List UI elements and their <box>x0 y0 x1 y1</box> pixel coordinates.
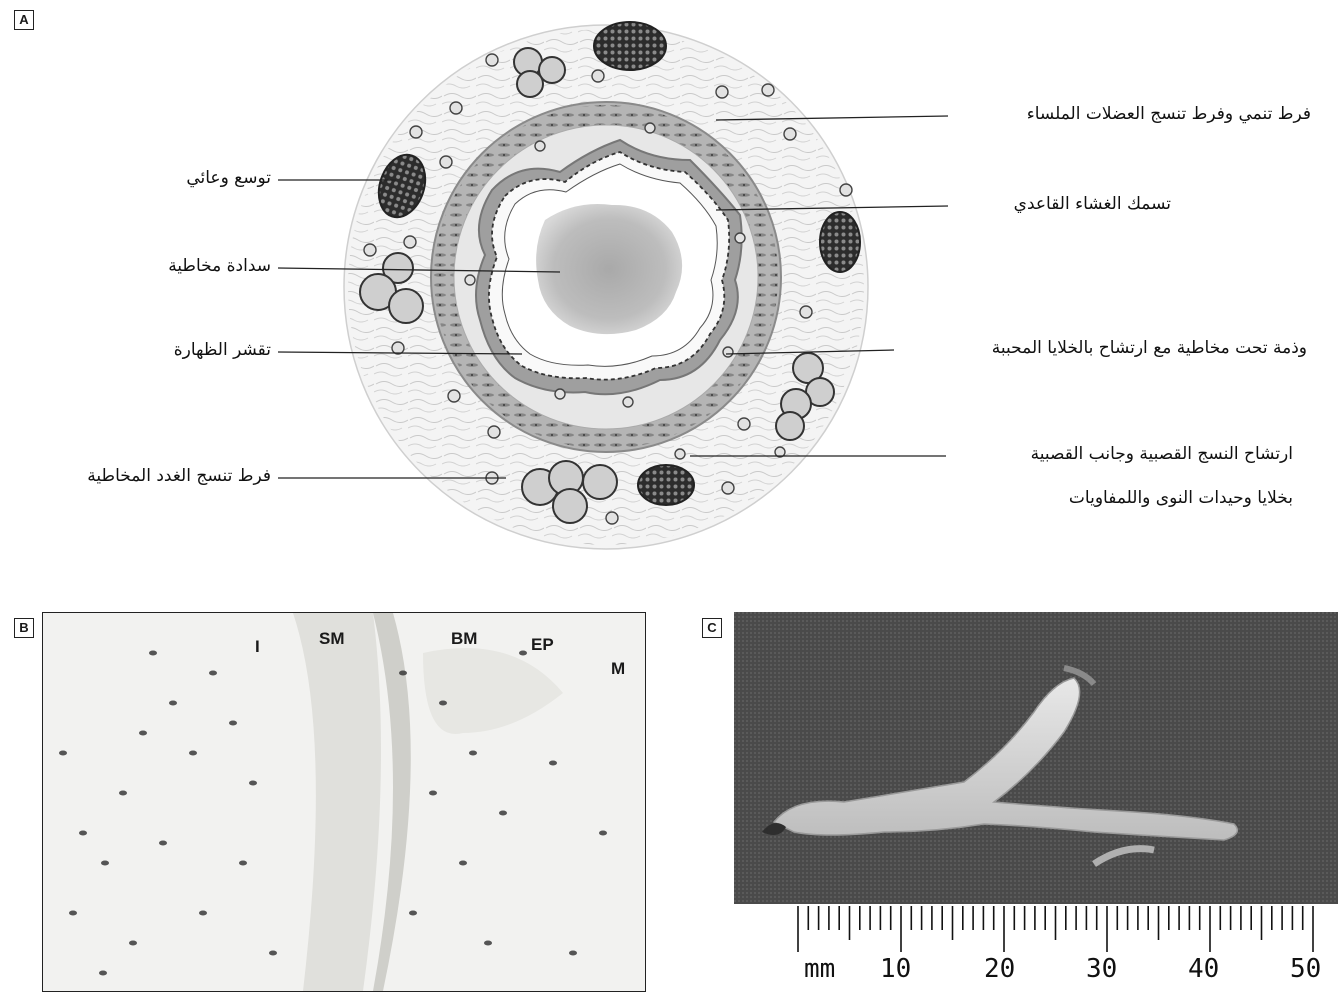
panel-b-tag: B <box>14 618 34 638</box>
panel-c-tag: C <box>702 618 722 638</box>
ruler-tick-10: 10 <box>880 954 911 984</box>
label-epithelial-shedding: تقشر الظهارة <box>174 340 271 360</box>
label-basement-membrane-thickening: تسمك الغشاء القاعدي <box>1014 194 1171 214</box>
bronchial-cast-photo <box>734 612 1338 904</box>
label-submucosal-edema: وذمة تحت مخاطية مع ارتشاح بالخلايا المحب… <box>992 338 1307 358</box>
ruler-tick-40: 40 <box>1188 954 1219 984</box>
label-bm: BM <box>451 629 477 649</box>
label-m: M <box>611 659 625 679</box>
histology-micrograph: I SM BM EP M <box>42 612 646 992</box>
label-bronchial-infiltration-line2: بخلايا وحيدات النوى واللمفاويات <box>1069 488 1293 508</box>
ruler-tick-20: 20 <box>984 954 1015 984</box>
label-smooth-muscle-hypertrophy: فرط تنمي وفرط تنسج العضلات الملساء <box>1027 104 1311 124</box>
label-mucus-plug: سدادة مخاطية <box>168 256 271 276</box>
ruler-tick-50: 50 <box>1290 954 1321 984</box>
ruler-unit: mm <box>804 954 835 984</box>
mucus-plug <box>536 204 682 334</box>
label-bronchial-infiltration-line1: ارتشاح النسج القصبية وجانب القصبية <box>1031 444 1293 464</box>
label-i: I <box>255 637 260 657</box>
label-vasodilation: توسع وعائي <box>186 168 271 188</box>
label-mucous-gland-hyperplasia: فرط تنسج الغدد المخاطية <box>87 466 271 486</box>
label-ep: EP <box>531 635 554 655</box>
label-sm: SM <box>319 629 345 649</box>
mm-ruler <box>790 900 1330 995</box>
ruler-tick-30: 30 <box>1086 954 1117 984</box>
